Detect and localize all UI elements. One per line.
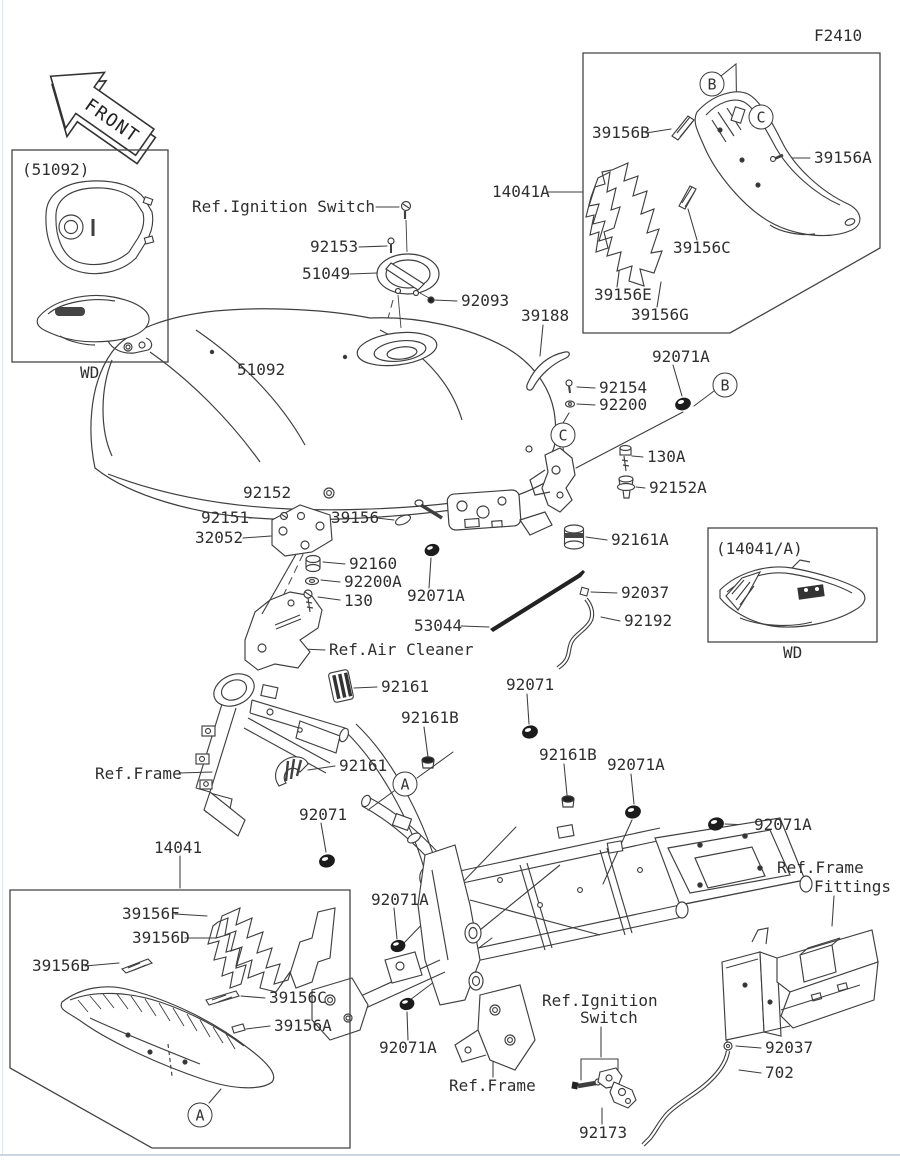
part-label-39156b: 39156B — [32, 956, 90, 975]
part-label-92071a: 92071A — [379, 1038, 437, 1057]
part-label-92160: 92160 — [349, 554, 398, 573]
part-label-92071a: 92071A — [652, 347, 710, 366]
part-label-39156g: 39156G — [631, 305, 689, 324]
part-label-92071: 92071 — [506, 675, 555, 694]
part-label-39156a: 39156A — [814, 148, 872, 167]
ref-label-ignition-switch-bottom-line2: Switch — [580, 1008, 638, 1027]
part-label-92161a: 92161A — [611, 530, 669, 549]
part-39188-drawing — [526, 351, 570, 391]
battery-tray-drawing — [721, 927, 879, 1043]
part-label-39156b: 39156B — [592, 123, 650, 142]
callout-a: A — [392, 771, 418, 797]
ref-label-frame-fittings-line2: Fittings — [814, 877, 892, 896]
part-label-39156a: 39156A — [274, 1016, 332, 1035]
part-label-92071: 92071 — [299, 805, 348, 824]
part-label-92037: 92037 — [765, 1038, 814, 1057]
small-rubber-parts — [275, 397, 724, 1011]
trim-and-hose — [490, 570, 595, 670]
scan-edge-left — [2, 0, 3, 1156]
callout-b: B — [699, 71, 725, 97]
inset-cover-alt-view-code: WD — [783, 643, 803, 662]
part-label-39188: 39188 — [521, 306, 570, 325]
part-label-92200: 92200 — [599, 395, 648, 414]
rear-frame-drawing — [311, 794, 813, 1071]
part-label-51049: 51049 — [302, 264, 351, 283]
part-label-53044: 53044 — [414, 616, 463, 635]
part-label-39156e: 39156E — [594, 285, 652, 304]
part-label-92071a: 92071A — [371, 890, 429, 909]
inset-cover-alt-title: (14041/A) — [716, 539, 803, 558]
callout-b: B — [712, 372, 738, 398]
part-label-92151: 92151 — [201, 508, 250, 527]
tank-rear-hardware — [563, 379, 636, 550]
inset-tank-alt-view-code: WD — [80, 363, 100, 382]
ref-label-frame-upper: Ref.Frame — [95, 764, 182, 783]
part-label-92154: 92154 — [599, 378, 648, 397]
ref-label-air-cleaner: Ref.Air Cleaner — [329, 640, 474, 659]
front-frame-drawing — [195, 673, 438, 869]
part-label-92161: 92161 — [381, 677, 430, 696]
part-label-92071a: 92071A — [607, 755, 665, 774]
part-label-39156d: 39156D — [132, 928, 190, 947]
part-label-39156c: 39156C — [673, 238, 731, 257]
part-label-92071a: 92071A — [407, 586, 465, 605]
callout-c: C — [748, 104, 774, 130]
part-label-702: 702 — [765, 1063, 794, 1082]
part-label-51092: 51092 — [237, 360, 286, 379]
scan-edge-bottom — [0, 1154, 900, 1156]
ref-label-ignition-switch-top: Ref.Ignition Switch — [192, 197, 376, 216]
ignition-bracket-drawing — [571, 1067, 637, 1109]
callout-a: A — [187, 1102, 213, 1128]
part-label-14041a: 14041A — [492, 182, 550, 201]
part-label-92153: 92153 — [310, 237, 359, 256]
leader-lines — [84, 62, 835, 1125]
part-label-92161: 92161 — [339, 756, 388, 775]
ref-label-frame-fittings-line1: Ref.Frame — [777, 858, 864, 877]
ref-label-ignition-switch-bottom-line1: Ref.Ignition — [542, 991, 658, 1010]
part-label-92192: 92192 — [624, 611, 673, 630]
fuel-tank-drawing — [90, 219, 576, 536]
part-label-130: 130 — [344, 591, 373, 610]
tank-front-bracket-hardware — [271, 487, 412, 613]
part-label-92037: 92037 — [621, 583, 670, 602]
part-label-92093: 92093 — [461, 291, 510, 310]
part-label-92173: 92173 — [579, 1123, 628, 1142]
inset-tank-alt — [11, 149, 169, 363]
part-label-92152: 92152 — [243, 483, 292, 502]
part-label-32052: 32052 — [195, 528, 244, 547]
part-label-14041: 14041 — [154, 838, 203, 857]
inset-cover-right — [582, 52, 881, 334]
part-label-39156f: 39156F — [122, 904, 180, 923]
part-label-92071a: 92071A — [754, 815, 812, 834]
part-label-39156: 39156 — [331, 508, 380, 527]
part-label-92200a: 92200A — [344, 572, 402, 591]
ref-label-frame-lower: Ref.Frame — [449, 1076, 536, 1095]
drain-hose-drawing — [641, 1041, 733, 1147]
page-code: F2410 — [814, 26, 863, 45]
part-label-130a: 130A — [647, 447, 686, 466]
front-arrow-icon: FRONT — [49, 71, 157, 165]
inset-cover-alt — [707, 527, 878, 643]
inset-cover-left — [9, 889, 351, 1149]
part-label-92161b: 92161B — [539, 745, 597, 764]
part-label-39156c: 39156C — [269, 988, 327, 1007]
part-label-92161b: 92161B — [401, 708, 459, 727]
callout-c: C — [550, 422, 576, 448]
part-label-92152a: 92152A — [649, 478, 707, 497]
inset-tank-alt-title: (51092) — [22, 160, 90, 179]
fuel-cap-drawing — [376, 200, 440, 304]
